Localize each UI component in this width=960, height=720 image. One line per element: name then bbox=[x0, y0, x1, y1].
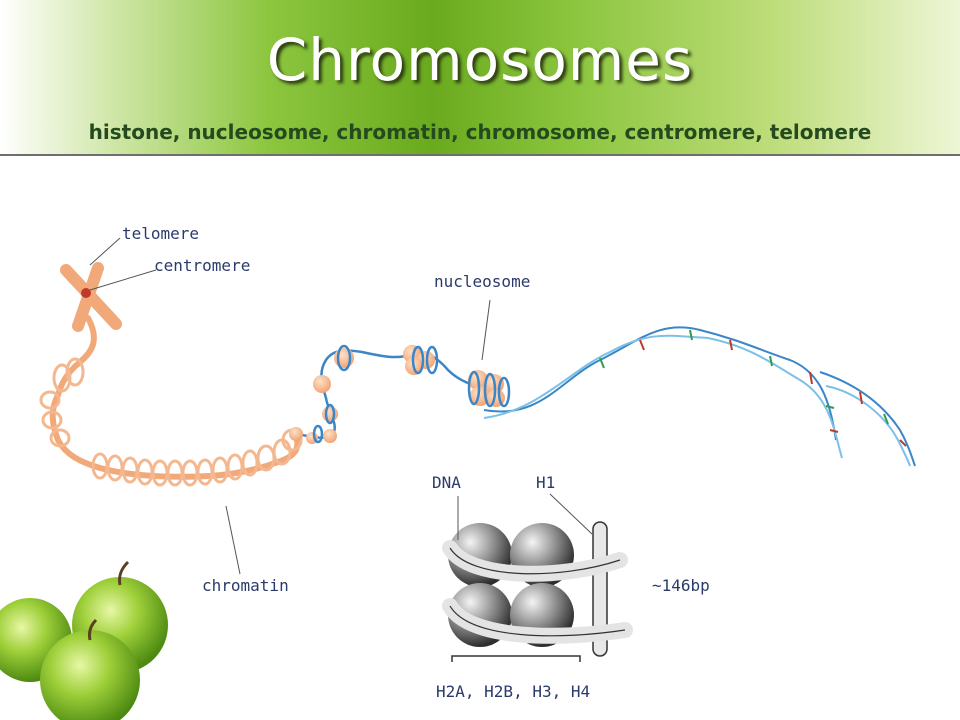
label-h1: H1 bbox=[536, 473, 556, 492]
chromosome-x bbox=[60, 262, 122, 332]
histone-bracket bbox=[451, 655, 581, 662]
chromatin-coil bbox=[49, 315, 301, 480]
apples-decoration bbox=[0, 560, 168, 720]
centromere-dot bbox=[81, 288, 91, 298]
label-centromere: centromere bbox=[154, 256, 251, 275]
header-banner bbox=[0, 0, 960, 155]
header-rule bbox=[0, 154, 960, 156]
h1-linker bbox=[592, 521, 608, 657]
dna-double-helix bbox=[483, 326, 916, 467]
leader-lines bbox=[89, 237, 593, 575]
label-telomere: telomere bbox=[122, 224, 200, 243]
label-nucleosome: nucleosome bbox=[434, 272, 531, 291]
slide-title: Chromosomes bbox=[266, 26, 694, 94]
dna-base-pairs bbox=[599, 329, 907, 447]
slide-subtitle: histone, nucleosome, chromatin, chromoso… bbox=[88, 120, 872, 144]
nucleosome-wraps bbox=[312, 344, 511, 444]
nucleosome-closeup bbox=[442, 521, 633, 662]
dna-linker-strand bbox=[295, 349, 485, 439]
label-dna: DNA bbox=[432, 473, 461, 492]
label-chromatin: chromatin bbox=[202, 576, 289, 595]
label-histones: H2A, H2B, H3, H4 bbox=[436, 682, 591, 701]
label-bp: ~146bp bbox=[652, 576, 710, 595]
